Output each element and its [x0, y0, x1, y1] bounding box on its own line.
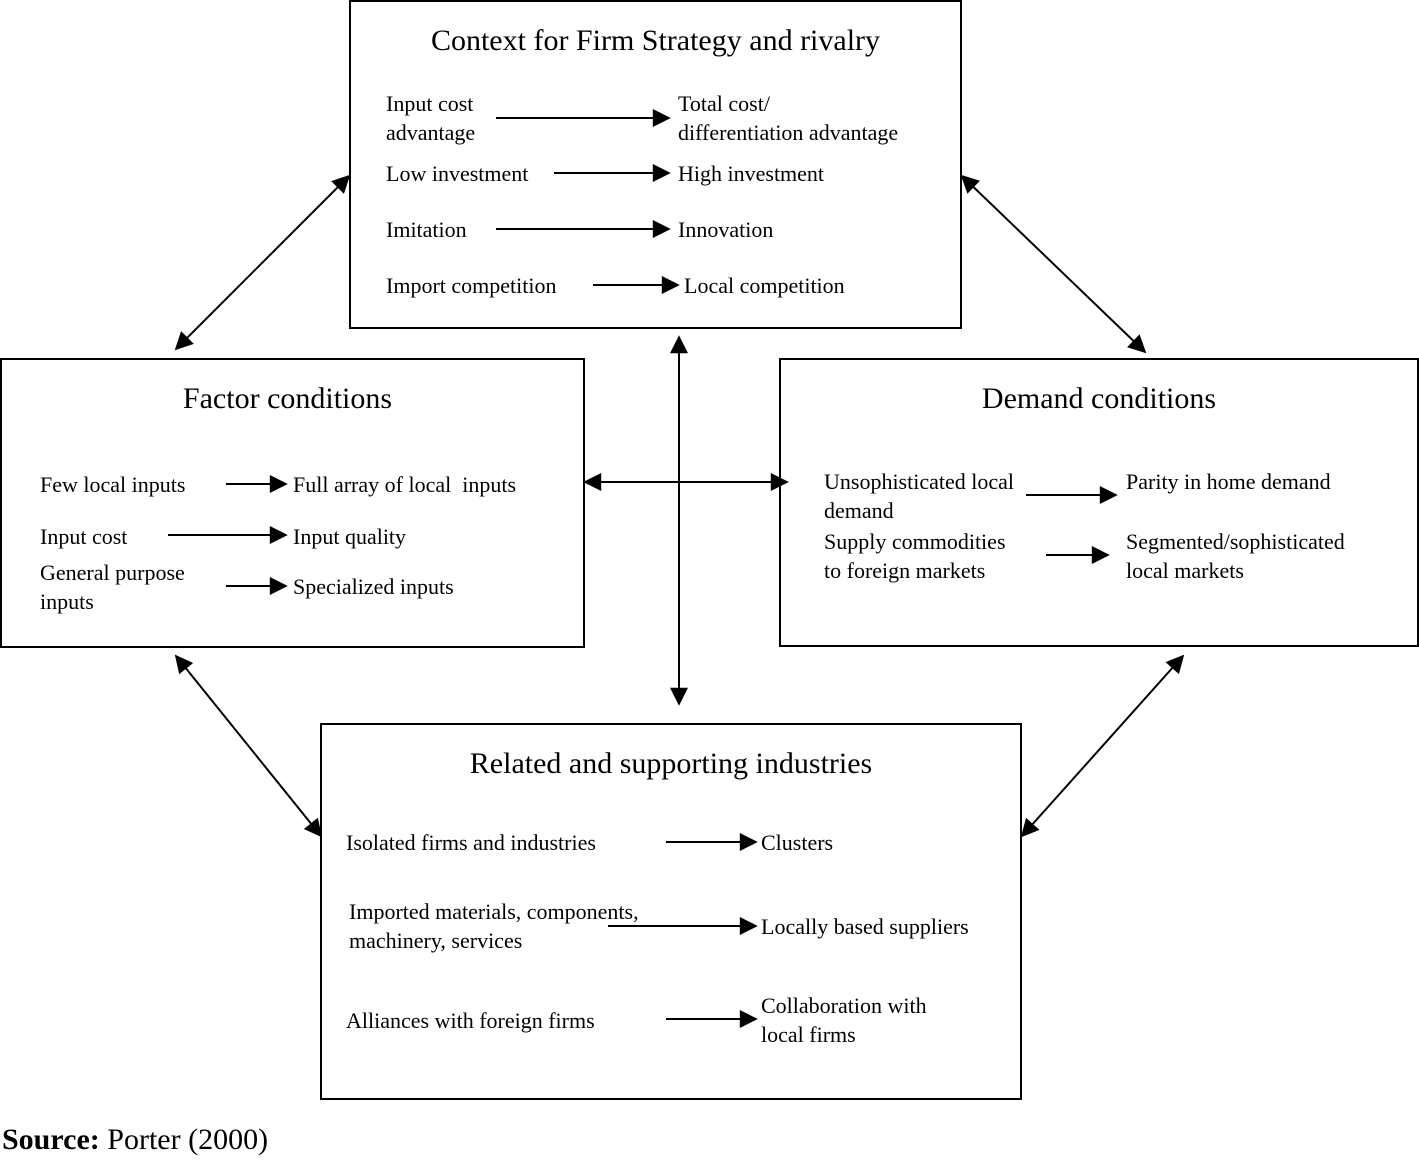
factor-related-arrow [174, 654, 323, 838]
demand-to-2-text: Segmented/sophisticated local markets [1126, 529, 1345, 583]
factor-from-3: General purpose inputs [40, 558, 185, 616]
context-to-4: Local competition [684, 273, 845, 298]
factor-to-2: Input quality [293, 524, 407, 549]
context-from-1: Input cost advantage [386, 89, 475, 147]
related-title: Related and supporting industries [469, 747, 873, 780]
factor-to-1: Full array of local inputs [293, 472, 517, 497]
context-demand-arrow [960, 174, 1147, 354]
related-from-2-text: Imported materials, components, machiner… [349, 899, 639, 953]
demand-from-1: Unsophisticated local demand [824, 467, 1014, 525]
demand-from-1-text: Unsophisticated local demand [824, 469, 1015, 523]
context-from-2: Low investment [386, 161, 529, 186]
factor-from-1: Few local inputs [40, 472, 186, 497]
demand-from-2: Supply commodities to foreign markets [824, 527, 1006, 585]
demand-to-2: Segmented/sophisticated local markets [1126, 527, 1345, 585]
factor-box: Factor conditions [0, 358, 585, 648]
factor-from-3-text: General purpose inputs [40, 560, 185, 614]
related-box: Related and supporting industries [320, 723, 1022, 1100]
context-to-1-text: Total cost/ differentiation advantage [678, 91, 899, 145]
related-to-3: Collaboration with local firms [761, 991, 927, 1049]
related-from-1: Isolated firms and industries [346, 830, 596, 855]
related-from-3: Alliances with foreign firms [346, 1008, 595, 1033]
related-to-1: Clusters [761, 830, 834, 855]
factor-from-2: Input cost [40, 524, 128, 549]
demand-title: Demand conditions [981, 382, 1217, 415]
source-caption: Source: Porter (2000) [2, 1123, 268, 1157]
context-to-2: High investment [678, 161, 825, 186]
related-to-2: Locally based suppliers [761, 914, 969, 939]
factor-to-3: Specialized inputs [293, 574, 454, 599]
source-text: Porter (2000) [107, 1123, 269, 1156]
factor-title: Factor conditions [182, 382, 393, 415]
demand-from-2-text: Supply commodities to foreign markets [824, 529, 1006, 583]
context-title: Context for Firm Strategy and rivalry [430, 24, 881, 57]
context-from-1-text: Input cost advantage [386, 91, 476, 145]
related-to-3-text: Collaboration with local firms [761, 993, 927, 1047]
demand-box: Demand conditions [779, 358, 1419, 647]
context-factor-arrow [174, 174, 351, 351]
context-to-3: Innovation [678, 217, 774, 242]
demand-related-arrow [1020, 654, 1185, 838]
context-from-3: Imitation [386, 217, 467, 242]
context-to-1: Total cost/ differentiation advantage [678, 89, 898, 147]
related-from-2: Imported materials, components, machiner… [349, 897, 639, 955]
context-from-4: Import competition [386, 273, 557, 298]
demand-to-1: Parity in home demand [1126, 469, 1331, 494]
source-label: Source: [2, 1123, 100, 1156]
context-box: Context for Firm Strategy and rivalry [349, 0, 962, 329]
